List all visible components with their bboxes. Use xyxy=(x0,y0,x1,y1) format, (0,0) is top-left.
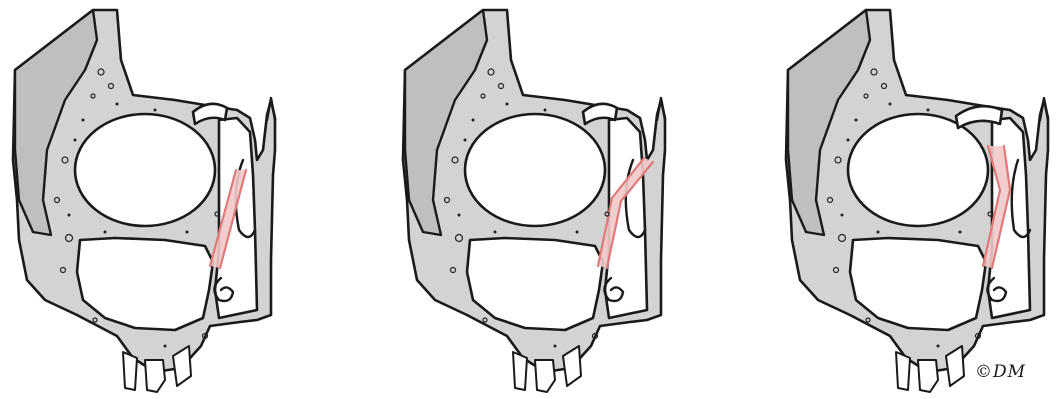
tooth-left xyxy=(896,352,910,390)
artist-signature: ©DM xyxy=(975,362,1026,382)
orbit-cavity xyxy=(75,114,215,226)
anatomy-drawing-2 xyxy=(395,0,685,399)
tooth-middle xyxy=(145,360,165,392)
orbit-cavity xyxy=(465,114,605,226)
tooth-left xyxy=(513,352,527,390)
anatomy-panel-2 xyxy=(395,0,685,399)
anatomy-panel-1 xyxy=(5,0,295,399)
tooth-middle xyxy=(535,360,555,392)
anatomy-panel-3 xyxy=(778,0,1058,399)
tooth-left xyxy=(123,352,137,390)
orbit-cavity xyxy=(848,114,988,226)
anatomy-drawing-1 xyxy=(5,0,295,399)
tooth-middle xyxy=(918,360,938,392)
anatomy-drawing-3 xyxy=(778,0,1058,399)
